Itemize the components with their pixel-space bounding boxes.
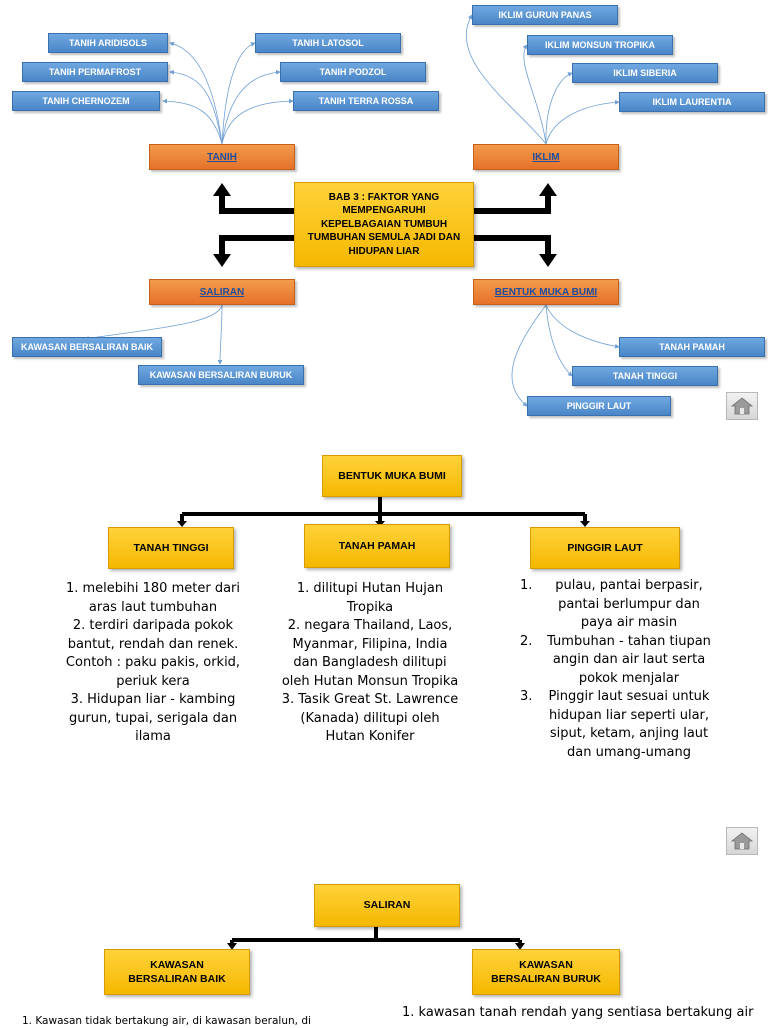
iklim-node[interactable]: IKLIM: [473, 144, 619, 170]
iklim-siberia-node[interactable]: IKLIM SIBERIA: [572, 63, 718, 83]
iklim-gurun-panas-node[interactable]: IKLIM GURUN PANAS: [472, 5, 618, 25]
kawasan-bersaliran-baik-point-1: 1. Kawasan tidak bertakung air, di kawas…: [22, 1015, 311, 1027]
tanah-pamah-point-1: 1. dilitupi Hutan Hujan Tropika: [296, 581, 444, 615]
tanah-tinggi-point-2: 2. terdiri daripada pokok bantut, rendah…: [65, 618, 241, 689]
tanah-pamah-heading: TANAH PAMAH: [304, 524, 450, 568]
kawasan-bersaliran-baik-node[interactable]: KAWASAN BERSALIRAN BAIK: [12, 337, 162, 357]
tanah-pamah-node[interactable]: TANAH PAMAH: [619, 337, 765, 357]
home-icon: [731, 832, 753, 850]
iklim-laurentia-node[interactable]: IKLIM LAURENTIA: [619, 92, 765, 112]
tanah-tinggi-node[interactable]: TANAH TINGGI: [572, 366, 718, 386]
mindmap-connectors: [84, 14, 620, 407]
tanah-pamah-description: 1. dilitupi Hutan Hujan Tropika 2. negar…: [280, 580, 460, 747]
tanih-latosol-node[interactable]: TANIH LATOSOL: [255, 33, 401, 53]
tanih-node[interactable]: TANIH: [149, 144, 295, 170]
center-topic-node: BAB 3 : FAKTOR YANG MEMPENGARUHI KEPELBA…: [294, 182, 474, 267]
tanah-pamah-point-3: 3. Tasik Great St. Lawrence (Kanada) dil…: [281, 692, 459, 744]
kawasan-bersaliran-baik-heading: KAWASAN BERSALIRAN BAIK: [104, 949, 250, 995]
tanah-pamah-point-2: 2. negara Thailand, Laos, Myanmar, Filip…: [281, 618, 459, 689]
home-button[interactable]: [726, 392, 758, 420]
bentuk-tree-connectors: [177, 496, 590, 527]
pinggir-laut-point-2: 2. Tumbuhan - tahan tiupan angin dan air…: [520, 633, 711, 686]
iklim-monsun-tropika-node[interactable]: IKLIM MONSUN TROPIKA: [527, 35, 673, 55]
bentuk-muka-bumi-title: BENTUK MUKA BUMI: [322, 455, 462, 497]
kawasan-bersaliran-buruk-heading: KAWASAN BERSALIRAN BURUK: [472, 949, 620, 995]
saliran-title: SALIRAN: [314, 884, 460, 927]
saliran-node[interactable]: SALIRAN: [149, 279, 295, 305]
pinggir-laut-heading: PINGGIR LAUT: [530, 527, 680, 569]
tanah-tinggi-point-1: 1. melebihi 180 meter dari aras laut tum…: [65, 581, 240, 615]
bentuk-muka-bumi-node[interactable]: BENTUK MUKA BUMI: [473, 279, 619, 305]
tanih-terra-rossa-node[interactable]: TANIH TERRA ROSSA: [293, 91, 439, 111]
pinggir-laut-point-3: 3. Pinggir laut sesuai untuk hidupan lia…: [520, 689, 710, 760]
home-icon: [731, 397, 753, 415]
tanih-podzol-node[interactable]: TANIH PODZOL: [280, 62, 426, 82]
pinggir-laut-description: 1. pulau, pantai berpasir, pantai berlum…: [512, 577, 712, 762]
tanah-tinggi-heading: TANAH TINGGI: [108, 527, 234, 569]
kawasan-bersaliran-buruk-node[interactable]: KAWASAN BERSALIRAN BURUK: [138, 365, 304, 385]
tanah-tinggi-point-3: 3. Hidupan liar - kambing gurun, tupai, …: [68, 692, 238, 744]
pinggir-laut-point-1: 1. pulau, pantai berpasir, pantai berlum…: [520, 578, 703, 630]
tanih-chernozem-node[interactable]: TANIH CHERNOZEM: [12, 91, 160, 111]
tanih-aridisols-node[interactable]: TANIH ARIDISOLS: [48, 33, 168, 53]
saliran-tree-connectors: [227, 926, 525, 950]
tanah-tinggi-description: 1. melebihi 180 meter dari aras laut tum…: [58, 580, 248, 747]
pinggir-laut-node[interactable]: PINGGIR LAUT: [527, 396, 671, 416]
tanih-permafrost-node[interactable]: TANIH PERMAFROST: [22, 62, 168, 82]
home-button[interactable]: [726, 827, 758, 855]
kawasan-bersaliran-buruk-point-1: 1. kawasan tanah rendah yang sentiasa be…: [402, 1005, 754, 1020]
